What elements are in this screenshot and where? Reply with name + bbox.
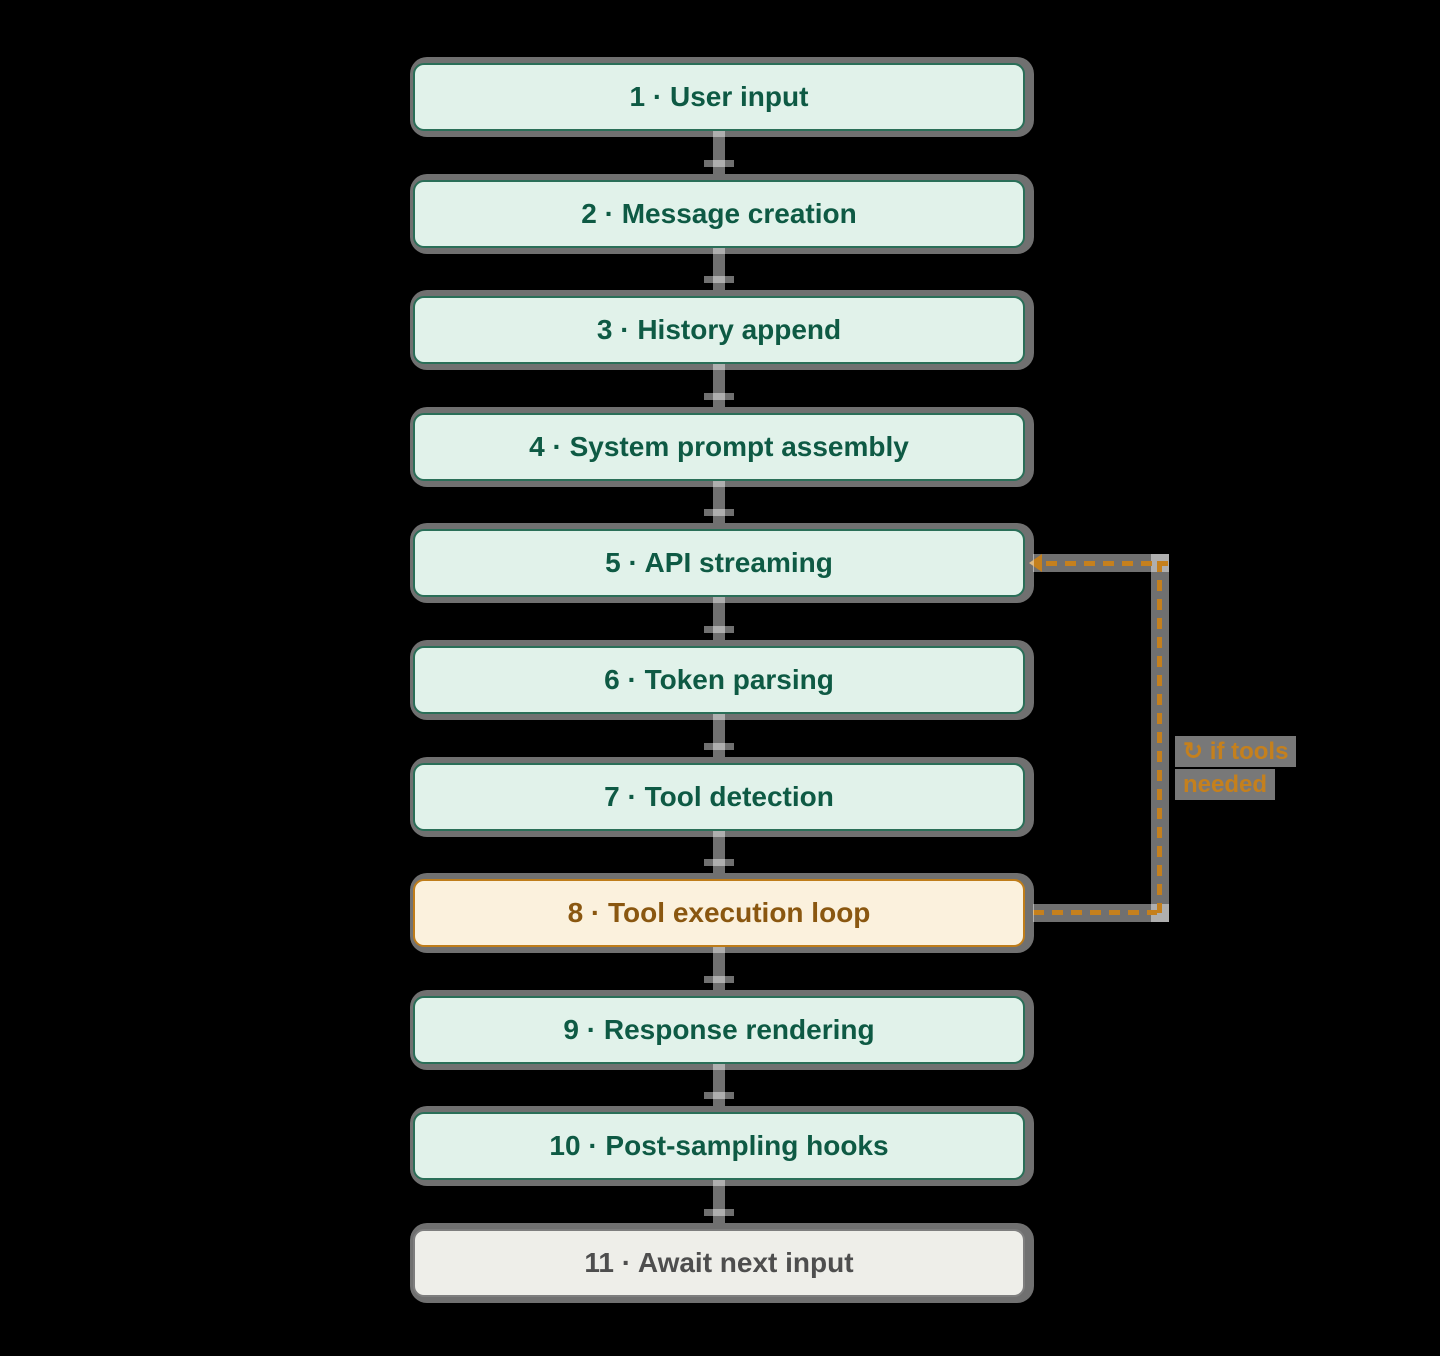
loop-edge-dash-top (1046, 561, 1168, 566)
node-post-sampling-hooks: 10 · Post-sampling hooks (413, 1112, 1025, 1181)
flow-arrow-stem (713, 1180, 725, 1223)
flow-arrow-stem (713, 597, 725, 640)
loop-arrowhead-icon (1029, 554, 1042, 572)
node-label: 9 · Response rendering (563, 1013, 875, 1045)
node-label: 4 · System prompt assembly (529, 430, 909, 462)
flow-arrow-stem (713, 131, 725, 174)
flow-arrowhead-icon (704, 392, 734, 400)
node-await-next-input: 11 · Await next input (413, 1229, 1025, 1297)
flow-arrowhead-icon (704, 509, 734, 517)
flow-arrow-stem (713, 1063, 725, 1107)
loop-label-line1: ↻ if tools (1175, 736, 1297, 767)
flow-arrowhead-icon (704, 626, 734, 633)
flow-arrow-stem (713, 830, 725, 874)
node-tool-detection: 7 · Tool detection (413, 762, 1025, 831)
loop-label-text1: if tools (1209, 738, 1289, 765)
node-tool-execution-loop: 8 · Tool execution loop (413, 879, 1025, 948)
flow-arrowhead-icon (704, 859, 734, 867)
loop-condition-label: ↻ if tools needed (1175, 736, 1297, 802)
node-label: 10 · Post-sampling hooks (549, 1130, 889, 1162)
node-label: 3 · History append (596, 314, 842, 346)
flow-arrowhead-icon (704, 742, 734, 750)
node-message-creation: 2 · Message creation (413, 179, 1025, 248)
node-label: 2 · Message creation (581, 197, 857, 229)
node-label: 5 · API streaming (605, 547, 833, 579)
node-response-rendering: 9 · Response rendering (413, 995, 1025, 1064)
node-label: 8 · Tool execution loop (567, 897, 871, 929)
loop-label-line2: needed (1175, 769, 1276, 800)
flow-arrowhead-icon (704, 975, 734, 983)
node-token-parsing: 6 · Token parsing (413, 646, 1025, 714)
loop-edge-dash-bottom (1033, 910, 1157, 915)
flow-arrow-stem (713, 947, 725, 990)
node-system-prompt-assembly: 4 · System prompt assembly (413, 412, 1025, 481)
loop-icon: ↻ (1183, 738, 1204, 765)
flow-arrowhead-icon (704, 1209, 734, 1216)
flow-arrowhead-icon (704, 276, 734, 284)
loop-label-text2: needed (1183, 771, 1268, 798)
node-label: 1 · User input (629, 81, 809, 112)
flow-arrow-stem (713, 714, 725, 757)
node-history-append: 3 · History append (413, 296, 1025, 365)
node-api-streaming: 5 · API streaming (413, 529, 1025, 598)
flow-arrow-stem (713, 247, 725, 291)
flow-arrow-stem (713, 480, 725, 524)
node-label: 11 · Await next input (584, 1247, 854, 1278)
node-label: 6 · Token parsing (604, 664, 834, 695)
loop-edge-dash-right (1157, 561, 1162, 913)
flow-arrowhead-icon (704, 159, 734, 167)
node-user-input: 1 · User input (413, 63, 1025, 131)
node-label: 7 · Tool detection (604, 780, 834, 812)
flow-arrowhead-icon (704, 1092, 734, 1100)
flow-arrow-stem (713, 364, 725, 407)
